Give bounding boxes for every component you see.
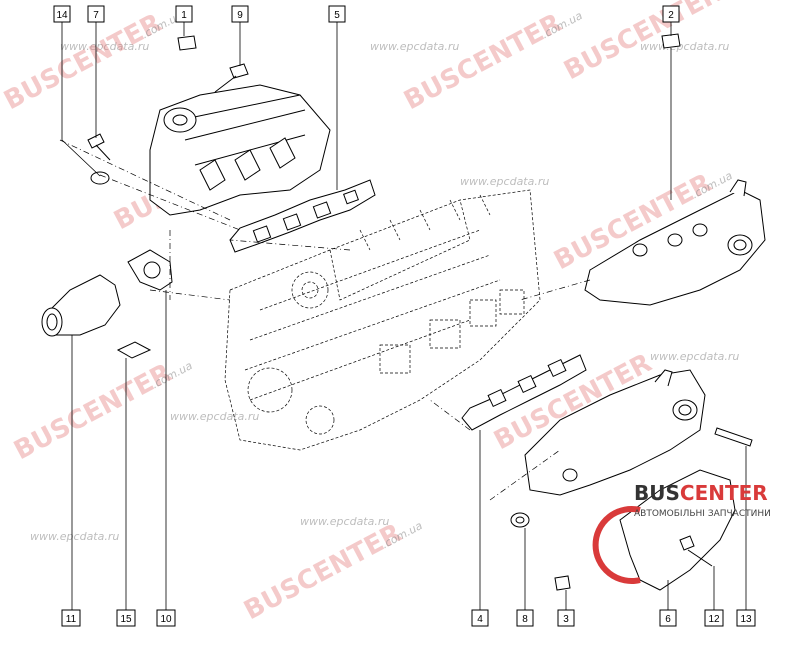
exhaust-gasket: [461, 354, 587, 431]
callout-9: 9: [231, 5, 249, 23]
svg-text:BUSCENTER: BUSCENTER: [9, 358, 177, 466]
gasket-plate: [116, 341, 152, 359]
callout-14: 14: [53, 5, 71, 23]
exhaust-manifold-lower: [524, 369, 706, 496]
svg-text:15: 15: [120, 614, 132, 625]
outlet-gasket: [127, 249, 173, 291]
svg-text:14: 14: [56, 10, 68, 21]
bolt-left: [87, 133, 111, 185]
clip-lower: [554, 575, 571, 591]
intake-gasket: [229, 179, 376, 253]
svg-text:4: 4: [477, 614, 483, 625]
watermark-site: www.epcdata.ru: [170, 410, 259, 423]
svg-text:7: 7: [93, 10, 99, 21]
callout-6: 6: [659, 609, 677, 627]
svg-text:1: 1: [181, 10, 187, 21]
exhaust-manifold-upper: [584, 179, 766, 306]
svg-text:6: 6: [665, 614, 671, 625]
callout-11: 11: [61, 609, 81, 627]
callout-1: 1: [175, 5, 193, 23]
buscenter-logo: BUSCENTER АВТОМОБІЛЬНІ ЗАПЧАСТИНИ: [592, 481, 771, 584]
clip-top: [177, 35, 197, 51]
leader-lines: [61, 22, 747, 610]
callout-7: 7: [87, 5, 105, 23]
callout-15: 15: [116, 609, 136, 627]
svg-text:BUSCENTER: BUSCENTER: [0, 8, 167, 116]
logo-tagline: АВТОМОБІЛЬНІ ЗАПЧАСТИНИ: [634, 509, 771, 519]
watermark-site: www.epcdata.ru: [370, 40, 459, 53]
watermark-site: www.epcdata.ru: [30, 530, 119, 543]
svg-text:9: 9: [237, 10, 243, 21]
svg-text:BUSCENTER: BUSCENTER: [239, 518, 407, 626]
watermark-site: www.epcdata.ru: [650, 350, 739, 363]
stud-right: [714, 427, 753, 447]
bolt-lower-right: [679, 535, 713, 567]
svg-text:10: 10: [160, 614, 172, 625]
callout-13: 13: [736, 609, 756, 627]
logo-arc-icon: [592, 506, 641, 584]
callout-3: 3: [557, 609, 575, 627]
watermark-site: www.epcdata.ru: [60, 40, 149, 53]
nut-lower: [510, 512, 530, 528]
watermark-site: www.epcdata.ru: [460, 175, 549, 188]
callout-2: 2: [662, 5, 680, 23]
cylinder-head-outline: [224, 189, 541, 451]
svg-text:8: 8: [522, 614, 528, 625]
water-outlet-housing: [41, 274, 121, 337]
svg-text:13: 13: [740, 614, 752, 625]
svg-text:3: 3: [563, 614, 569, 625]
assembly-lines: [59, 139, 591, 501]
logo-name-part1: BUSCENTER: [634, 481, 768, 505]
callout-8: 8: [516, 609, 534, 627]
watermark-site: www.epcdata.ru: [640, 40, 729, 53]
callout-5: 5: [328, 5, 346, 23]
svg-text:11: 11: [66, 614, 77, 625]
svg-text:12: 12: [708, 614, 720, 625]
bolt-top: [214, 63, 249, 93]
svg-text:2: 2: [668, 10, 674, 21]
svg-text:BUSCENTER: BUSCENTER: [399, 8, 567, 116]
watermark-brand: BUSCENTER .com.ua: [399, 8, 585, 116]
watermark-brand: BUSCENTER .com.ua: [9, 358, 195, 466]
callout-12: 12: [704, 609, 724, 627]
intake-manifold: [149, 84, 331, 216]
clip-right: [661, 33, 681, 49]
svg-text:5: 5: [334, 10, 340, 21]
callout-4: 4: [471, 609, 489, 627]
heat-shield: [619, 469, 736, 591]
watermark-site: www.epcdata.ru: [300, 515, 389, 528]
callout-10: 10: [156, 609, 176, 627]
